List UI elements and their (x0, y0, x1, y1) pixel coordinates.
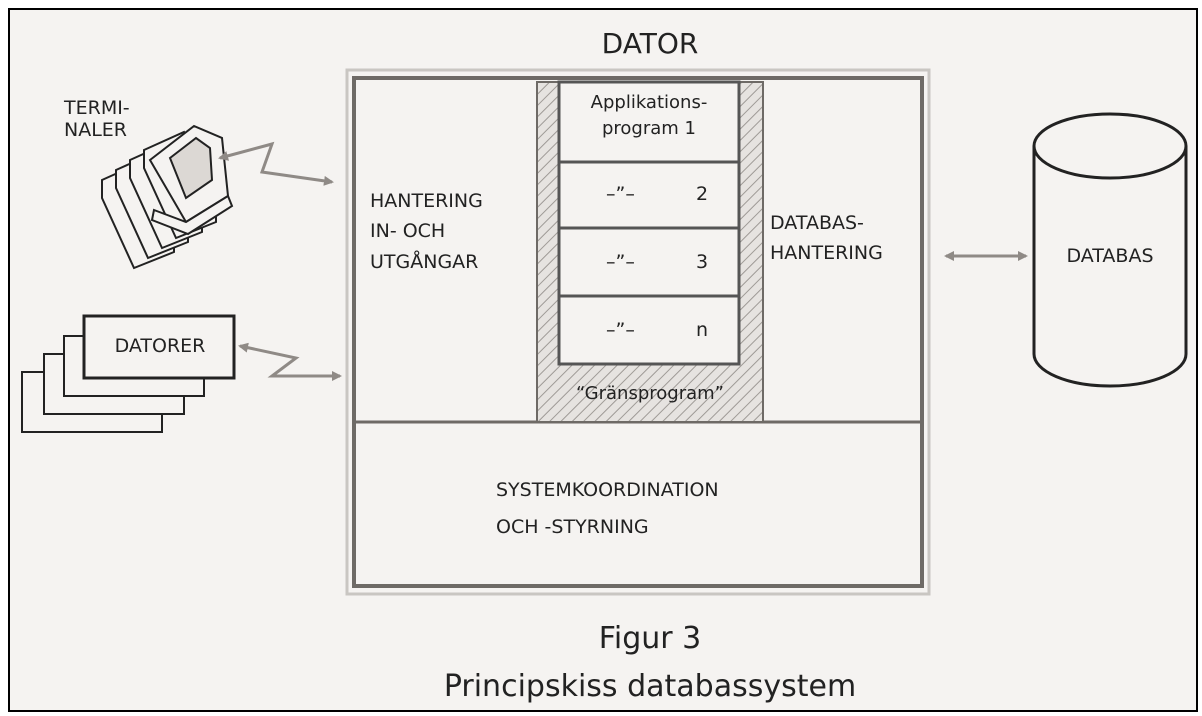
system-coordination-label: SYSTEMKOORDINATION OCH -STYRNING (496, 472, 719, 546)
figure-frame: DATOR TERMI- NALER DATORER HANTERING IN-… (8, 8, 1198, 712)
figure-caption: Principskiss databassystem (443, 669, 857, 704)
computers-stack-icon (21, 314, 236, 433)
computer-box-outer (345, 68, 931, 596)
application-row-number: n (696, 319, 709, 341)
application-program-1-label: Applikations- program 1 (559, 90, 739, 142)
terminals-label: TERMI- NALER (64, 97, 130, 142)
terminals-label-line: NALER (64, 118, 128, 141)
application-label-line: Applikations- (590, 92, 708, 113)
application-row-mark: –”– (606, 319, 635, 341)
diagram-drawing (21, 68, 1188, 596)
application-row-number: 2 (696, 183, 709, 205)
computer-box (352, 76, 924, 588)
system-coordination-line: SYSTEMKOORDINATION (496, 479, 719, 501)
database-management-line: HANTERING (770, 242, 883, 265)
database-cylinder-icon (1032, 112, 1188, 388)
computers-link-arrow (238, 342, 342, 381)
application-row-mark: –”– (606, 251, 635, 273)
system-coordination-line: OCH -STYRNING (496, 516, 649, 539)
application-row-number: 3 (696, 251, 709, 273)
application-row-mark: –”– (606, 183, 635, 205)
io-handling-line: HANTERING (370, 190, 483, 212)
application-box-3 (557, 226, 741, 298)
io-handling-line: UTGÅNGAR (370, 250, 479, 273)
database-management-line: DATABAS- (770, 212, 864, 234)
database-label: DATABAS (1066, 245, 1154, 267)
io-handling-label: HANTERING IN- OCH UTGÅNGAR (370, 186, 483, 277)
database-management-label: DATABAS- HANTERING (770, 208, 883, 269)
application-box-n (557, 294, 741, 366)
io-handling-line: IN- OCH (370, 220, 446, 243)
terminals-label-line: TERMI- (64, 97, 130, 119)
application-box-1 (557, 80, 741, 164)
figure-number: Figur 3 (598, 621, 702, 656)
computers-label: DATORER (114, 335, 206, 357)
boundary-program-label: “Gränsprogram” (575, 383, 724, 404)
application-label-line: program 1 (601, 118, 696, 140)
terminal-link-arrow (218, 141, 334, 186)
terminal-icon (101, 124, 234, 270)
application-box-2 (557, 160, 741, 230)
computer-title: DATOR (601, 27, 699, 60)
